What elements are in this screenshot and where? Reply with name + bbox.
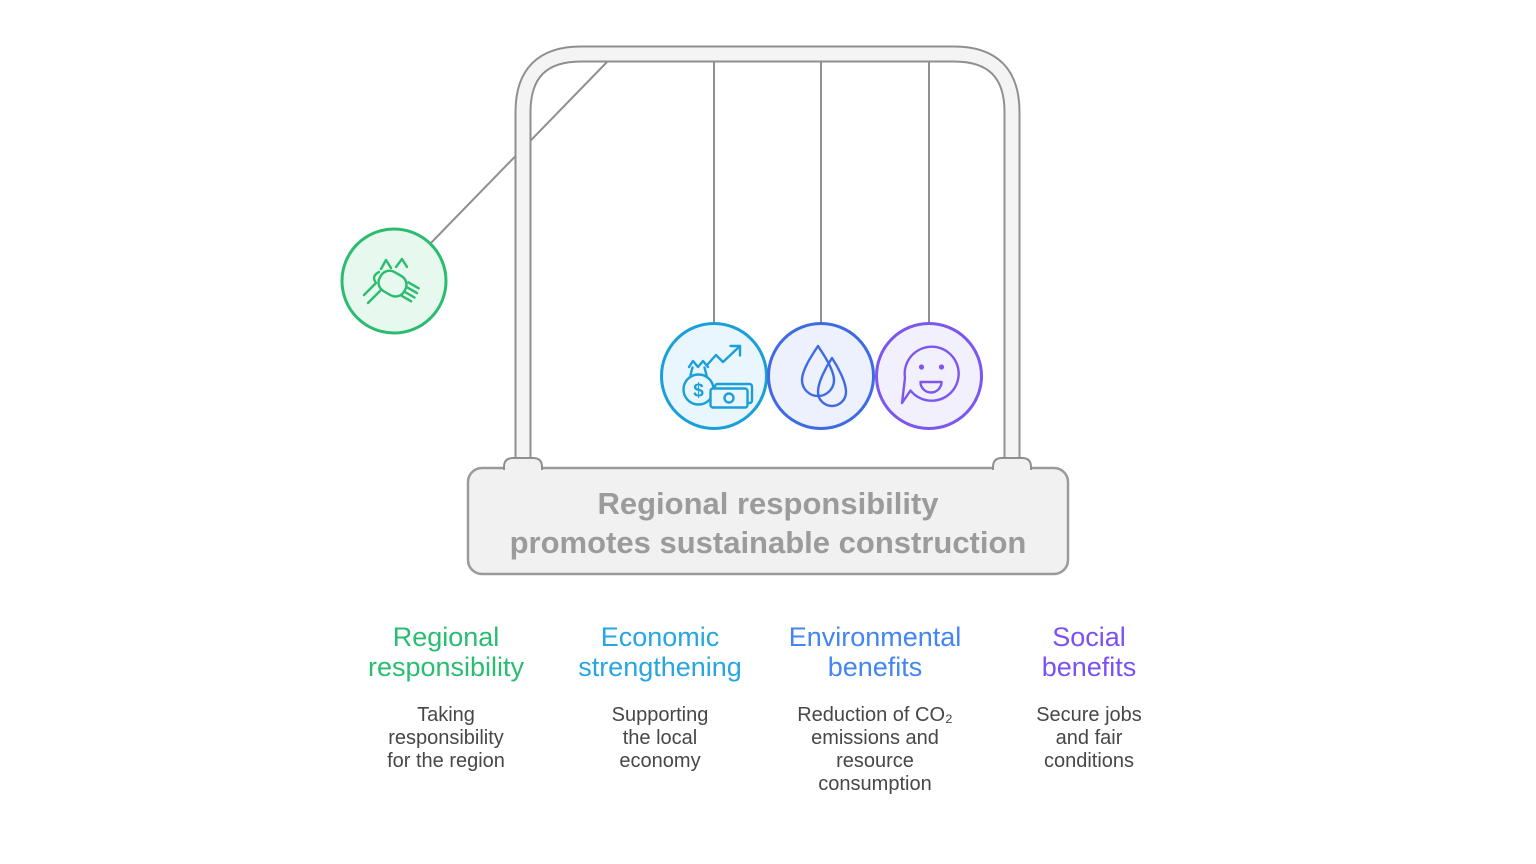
column-environmental-benefits: Environmental benefits Reduction of CO₂ … bbox=[755, 622, 995, 796]
ball-environmental-benefits bbox=[767, 322, 875, 430]
frame-foot-right bbox=[992, 457, 1032, 470]
column-social-benefits: Social benefits Secure jobs and fair con… bbox=[969, 622, 1209, 773]
back-hand-fingers-left bbox=[379, 258, 393, 271]
column-economic-strengthening: Economic strengthening Supporting the lo… bbox=[540, 622, 780, 773]
water-drops-icon bbox=[800, 344, 848, 408]
banknote-coin bbox=[723, 392, 735, 404]
column-description: Taking responsibility for the region bbox=[387, 704, 505, 772]
ball-circle bbox=[660, 322, 768, 430]
column-description: Reduction of CO₂ emissions and resource … bbox=[797, 704, 953, 795]
speech-bubble bbox=[900, 345, 960, 405]
growth-arrow-head bbox=[729, 344, 742, 357]
banknote-front bbox=[709, 387, 749, 409]
column-regional-responsibility: Regional responsibility Taking responsib… bbox=[326, 622, 566, 773]
frame-foot-left bbox=[503, 457, 543, 470]
ball-economic-strengthening: $ bbox=[660, 322, 768, 430]
column-title: Economic strengthening bbox=[578, 622, 742, 682]
sign-title-line2: promotes sustainable construction bbox=[509, 525, 1027, 560]
ball-social-benefits bbox=[875, 322, 983, 430]
water-drop-front bbox=[816, 356, 848, 408]
sign-title: Regional responsibility promotes sustain… bbox=[468, 484, 1068, 562]
column-description: Supporting the local economy bbox=[611, 704, 709, 772]
smiley-speech-icon bbox=[900, 345, 960, 405]
column-title: Social benefits bbox=[1041, 622, 1137, 682]
money-bag-neck bbox=[689, 366, 708, 377]
smiley-eye-left bbox=[918, 364, 925, 370]
top-hand-fingers bbox=[399, 281, 420, 303]
sign-board bbox=[466, 466, 1070, 576]
growth-arrow-line bbox=[705, 344, 742, 367]
cradle-frame-fill bbox=[516, 47, 1019, 462]
hands-teamwork-icon bbox=[362, 257, 420, 305]
column-description: Secure jobs and fair conditions bbox=[1036, 704, 1142, 772]
ball-circle bbox=[875, 322, 983, 430]
ball-regional-responsibility bbox=[340, 227, 448, 335]
thumb-curve bbox=[372, 270, 381, 285]
money-growth-icon: $ bbox=[682, 344, 754, 409]
smiley-mouth bbox=[919, 380, 943, 394]
column-title: Regional responsibility bbox=[367, 622, 525, 682]
money-bag-knot bbox=[687, 359, 710, 369]
smiley-eye-right bbox=[938, 364, 945, 370]
sign-title-line1: Regional responsibility bbox=[597, 486, 939, 521]
dollar-sign: $ bbox=[693, 381, 704, 402]
column-title: Environmental benefits bbox=[788, 622, 962, 682]
lower-arm-lines bbox=[362, 281, 382, 305]
back-hand-fingers-right bbox=[394, 257, 409, 269]
